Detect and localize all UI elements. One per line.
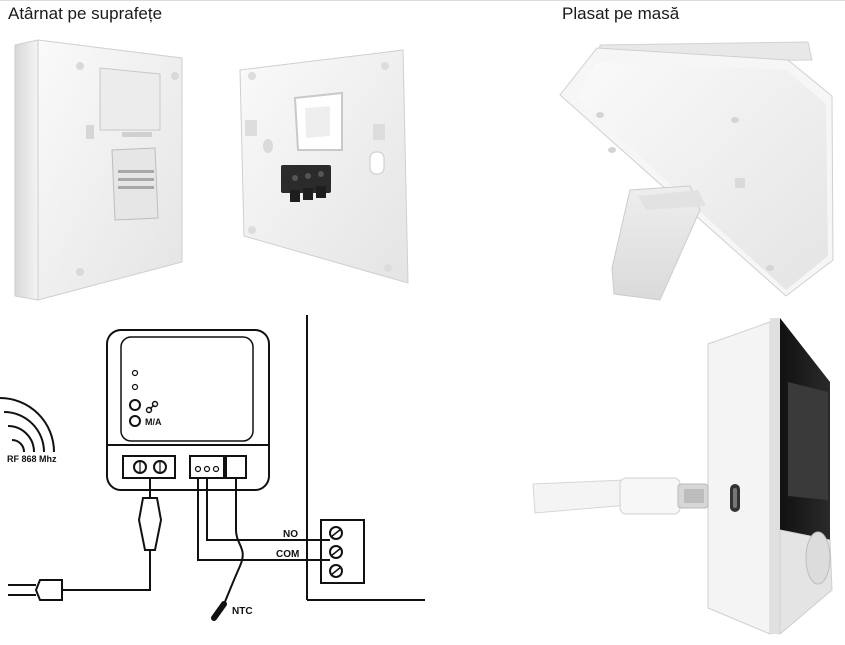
ma-label: M/A xyxy=(145,417,162,427)
com-label: COM xyxy=(276,549,299,560)
usb-c-photo xyxy=(532,318,833,636)
heading-surface-mounted: Atârnat pe suprafețe xyxy=(8,4,163,23)
thermostat-back-photo xyxy=(14,39,183,301)
wiring-diagram xyxy=(0,315,425,621)
no-label: NO xyxy=(283,529,298,540)
heading-table-placed: Plasat pe masă xyxy=(562,4,680,23)
ntc-label: NTC xyxy=(232,606,253,617)
rf-label: RF 868 Mhz xyxy=(7,454,57,464)
table-stand-photo xyxy=(559,41,834,301)
mounting-plate-photo xyxy=(239,49,409,284)
